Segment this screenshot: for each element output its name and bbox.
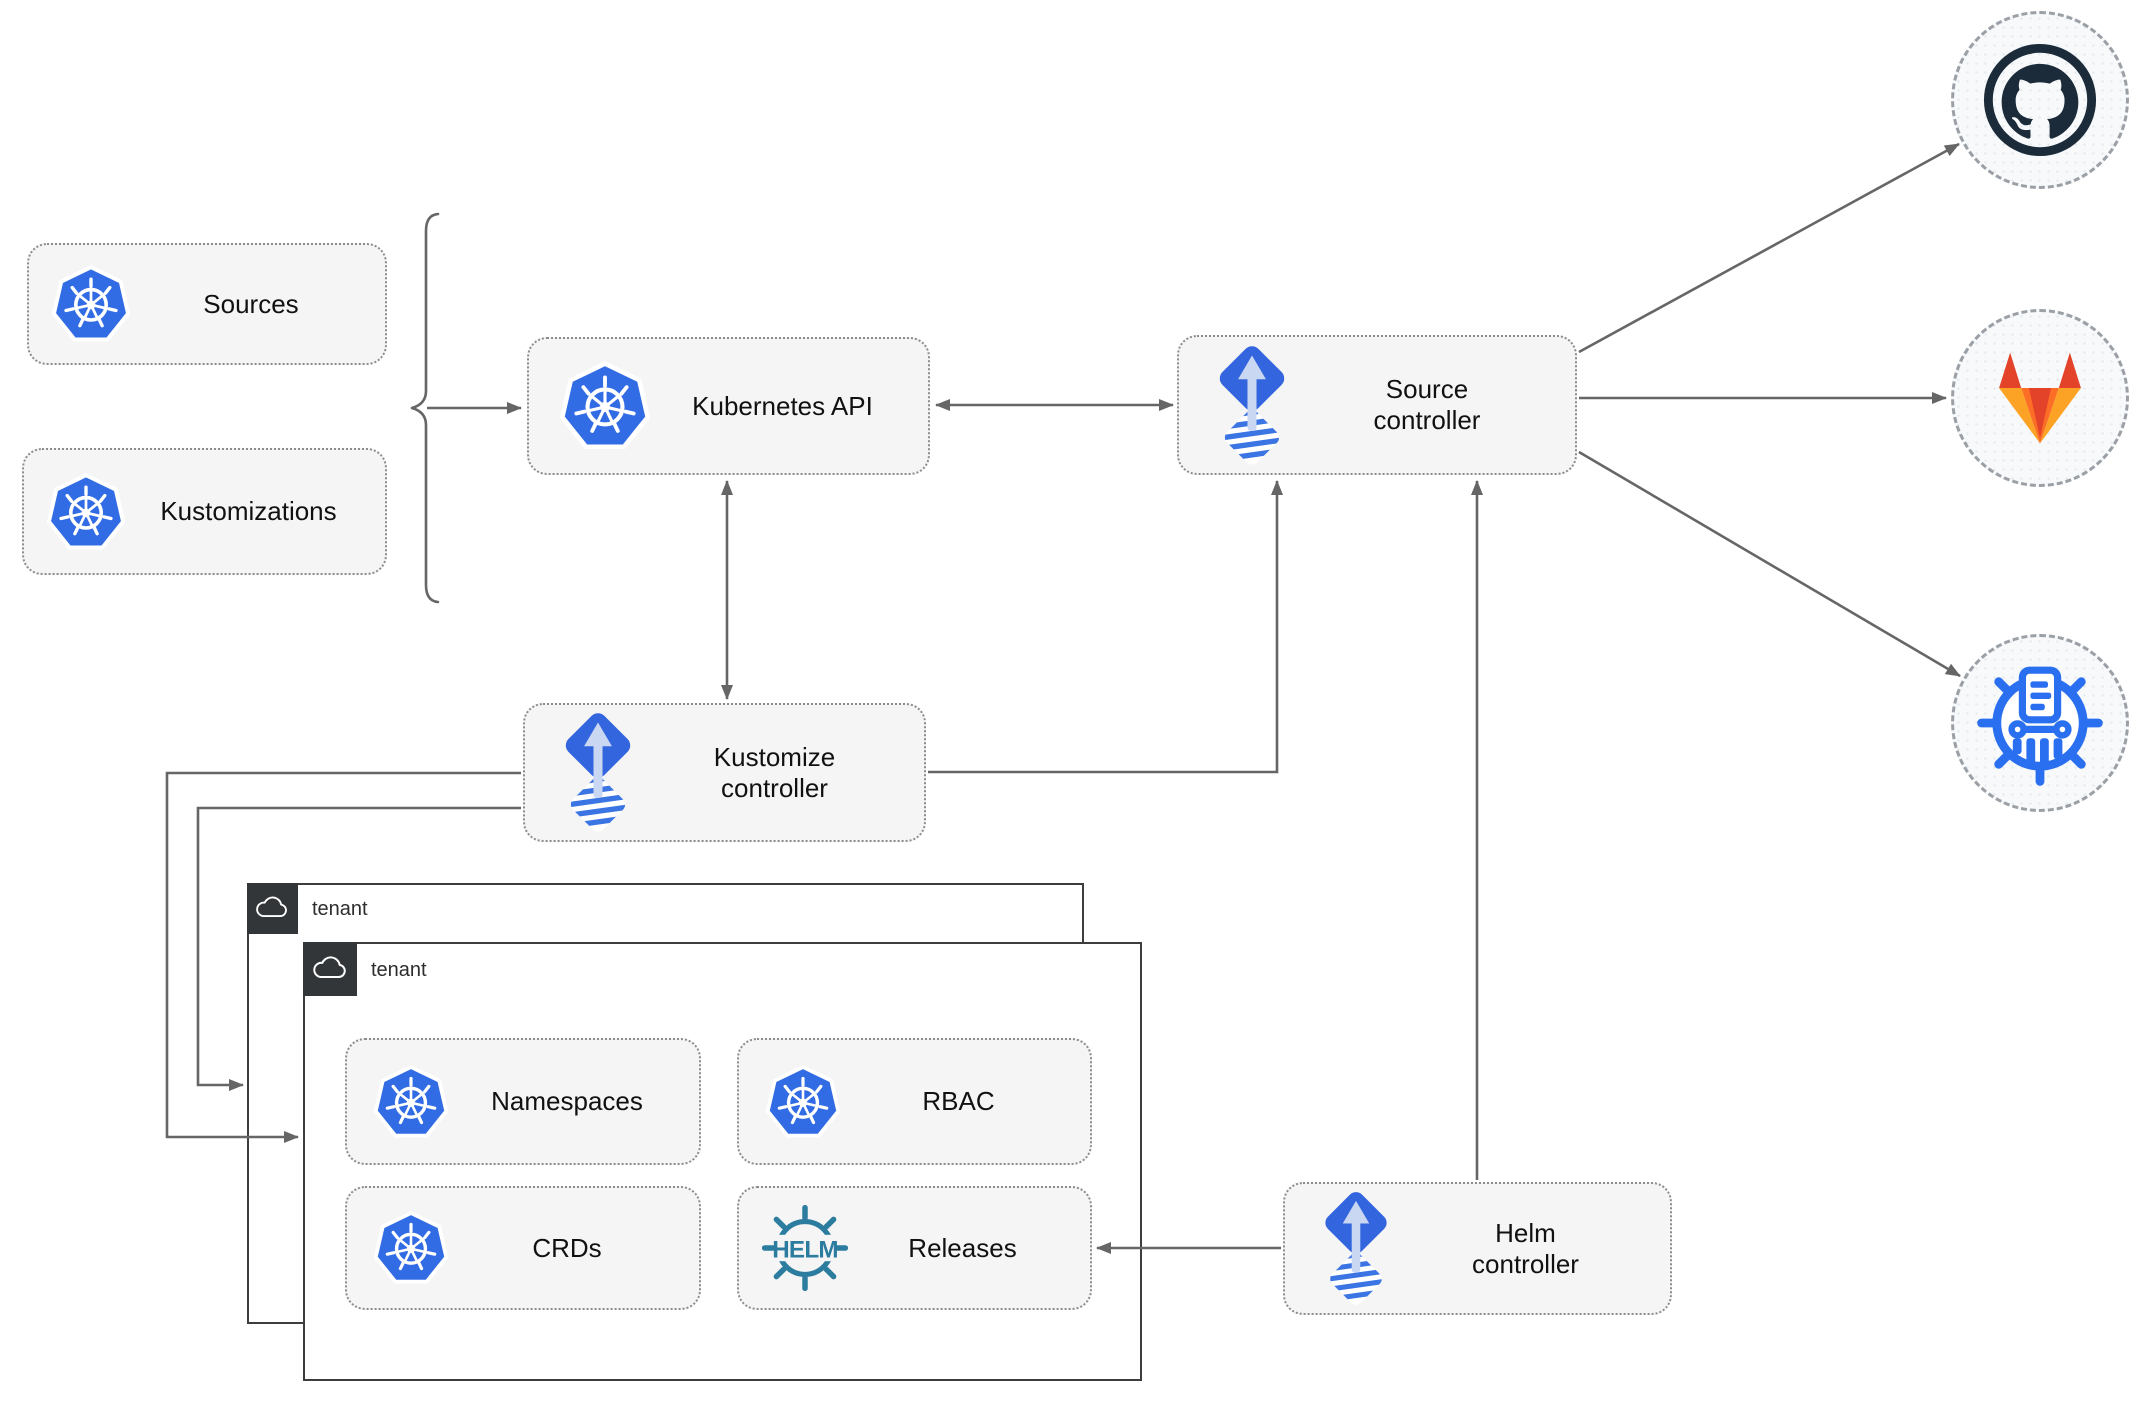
node-label: Helm controller xyxy=(1472,1217,1579,1279)
connector-source-github xyxy=(1578,142,1960,354)
node-github xyxy=(1951,11,2129,189)
node-label: RBAC xyxy=(922,1086,995,1117)
gitlab-icon xyxy=(1999,352,2081,444)
connector-source-chartrepo xyxy=(1578,450,1961,678)
kubernetes-icon xyxy=(559,360,651,452)
node-label: CRDs xyxy=(532,1232,602,1263)
flux-icon xyxy=(1317,1190,1395,1307)
kubernetes-icon xyxy=(373,1210,449,1286)
kubernetes-icon xyxy=(51,264,131,344)
node-crds: CRDs xyxy=(345,1186,701,1310)
kubernetes-icon xyxy=(373,1064,449,1140)
node-kustomizations: Kustomizations xyxy=(22,448,387,575)
node-label: Releases xyxy=(908,1232,1017,1263)
tenant-header xyxy=(246,882,298,934)
kubernetes-icon xyxy=(765,1064,841,1140)
github-icon xyxy=(1981,41,2099,159)
cloud-icon xyxy=(312,955,346,978)
node-sources: Sources xyxy=(27,243,387,365)
flux-icon xyxy=(1211,344,1293,467)
node-chart-repository xyxy=(1951,634,2129,812)
node-source-controller: Source controller xyxy=(1177,335,1577,475)
tenant-header xyxy=(302,941,357,996)
chartmuseum-icon xyxy=(1976,659,2104,787)
node-namespaces: Namespaces xyxy=(345,1038,701,1165)
node-label: Source controller xyxy=(1373,374,1481,435)
tenant-label: tenant xyxy=(312,898,368,920)
tenant-label: tenant xyxy=(371,959,427,981)
node-kustomize-controller: Kustomize controller xyxy=(523,703,926,842)
node-helm-controller: Helm controller xyxy=(1283,1182,1672,1315)
node-label: Kustomizations xyxy=(160,496,337,527)
node-releases: Releases xyxy=(737,1186,1092,1310)
node-label: Sources xyxy=(203,288,299,319)
node-gitlab xyxy=(1951,309,2129,487)
kubernetes-icon xyxy=(46,472,126,552)
node-rbac: RBAC xyxy=(737,1038,1092,1165)
cloud-icon xyxy=(256,896,287,917)
helm-icon xyxy=(761,1204,849,1292)
flux-icon xyxy=(557,711,639,834)
node-label: Namespaces xyxy=(491,1086,643,1117)
node-kubernetes-api: Kubernetes API xyxy=(527,337,930,475)
connector-kustomize-source xyxy=(928,480,1283,774)
bracket-sources-group xyxy=(410,212,440,604)
node-label: Kubernetes API xyxy=(692,390,873,421)
node-label: Kustomize controller xyxy=(713,741,836,803)
